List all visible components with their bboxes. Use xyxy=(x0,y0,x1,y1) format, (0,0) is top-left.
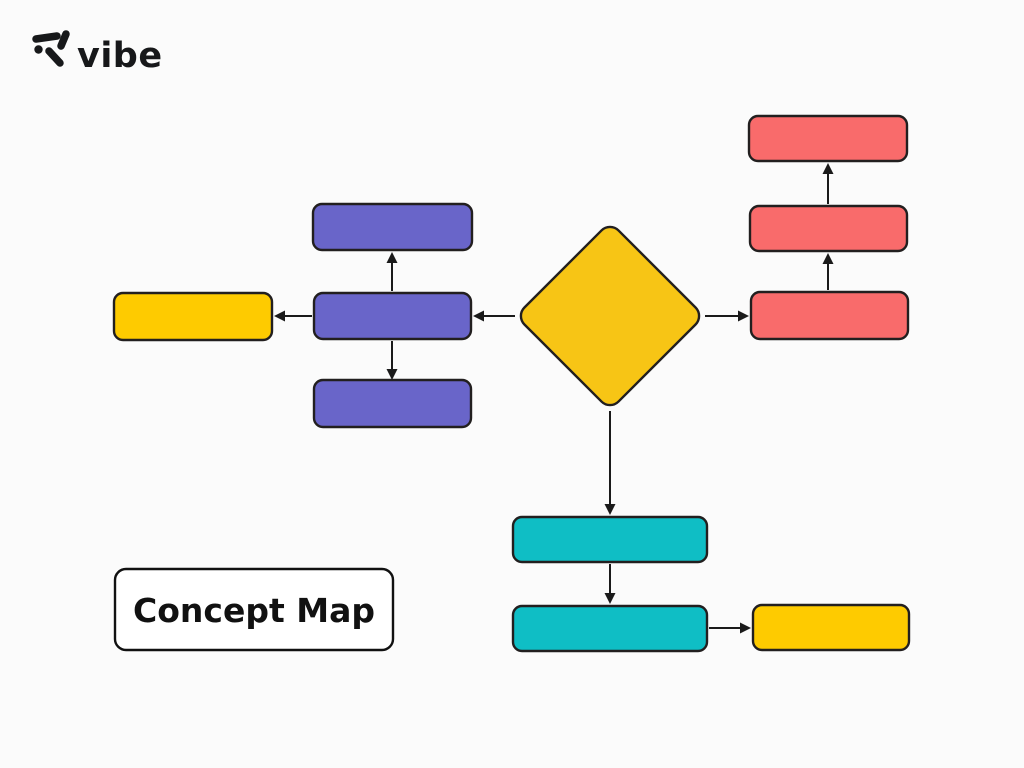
node-yellow-bottom[interactable] xyxy=(751,603,911,652)
logo-stroke-top xyxy=(32,32,61,43)
node-teal-top[interactable] xyxy=(511,515,709,564)
logo-stroke-right xyxy=(57,30,70,50)
node-teal-bottom[interactable] xyxy=(511,604,709,653)
node-diamond-center[interactable] xyxy=(516,222,704,410)
logo-dot-left xyxy=(34,45,43,54)
node-purple-bottom[interactable] xyxy=(312,378,473,429)
node-purple-mid[interactable] xyxy=(312,291,473,341)
logo-stroke-bottom xyxy=(45,47,64,67)
node-red-mid[interactable] xyxy=(748,204,909,253)
node-yellow-left[interactable] xyxy=(112,291,274,342)
node-red-top[interactable] xyxy=(747,114,909,163)
title-box-label: Concept Map xyxy=(133,591,375,630)
vibe-logo-text: vibe xyxy=(77,36,163,76)
title-box[interactable]: Concept Map xyxy=(113,567,395,652)
node-purple-top[interactable] xyxy=(311,202,474,252)
title-box-frame[interactable] xyxy=(113,567,395,652)
node-red-bottom[interactable] xyxy=(749,290,910,341)
vibe-logo[interactable]: vibe xyxy=(32,30,163,76)
connectors xyxy=(274,163,834,634)
